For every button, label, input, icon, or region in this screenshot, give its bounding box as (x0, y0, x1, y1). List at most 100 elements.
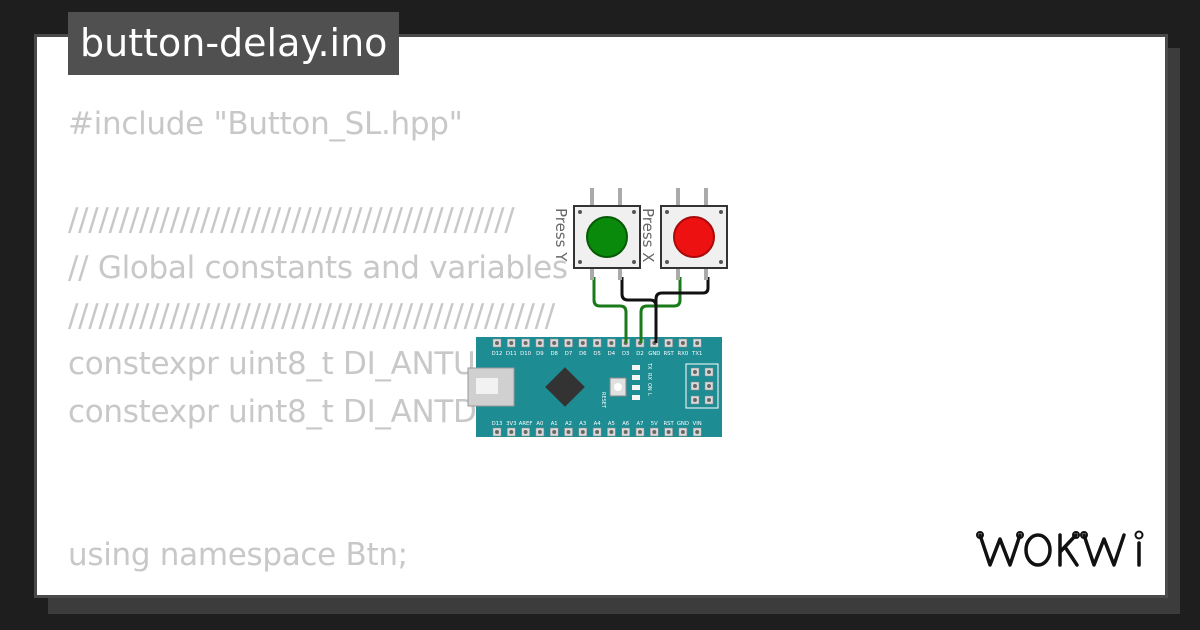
pin-label: RX0 (678, 351, 689, 357)
pin-label: GND (648, 351, 660, 357)
code-line: using namespace Btn; (68, 537, 408, 573)
pushbutton-press-x[interactable]: Press X (639, 188, 728, 280)
pin-label: D5 (593, 351, 600, 357)
button-corner-dot (632, 260, 636, 264)
code-line: ////////////////////////////////////////… (68, 298, 555, 334)
pin-label: D13 (492, 421, 503, 427)
button-label-press-y: Press Y (552, 208, 570, 262)
pin-label: D6 (579, 351, 587, 357)
icsp-pin-hole (707, 370, 711, 374)
pin-hole (623, 430, 628, 434)
pin-label: D4 (608, 351, 616, 357)
code-line: constexpr uint8_t DI_ANTU (68, 346, 476, 382)
board-pcb (476, 337, 722, 437)
pin-hole (652, 430, 657, 434)
wire-black-gnd-x (654, 277, 710, 343)
led-label: L (646, 393, 652, 396)
usb-connector (467, 367, 515, 407)
wires (592, 277, 710, 343)
button-corner-dot (578, 260, 582, 264)
pin-hole (666, 341, 671, 345)
led-label: TX (646, 362, 652, 370)
code-line: ////////////////////////////////////////… (68, 202, 515, 238)
usb-port (476, 378, 498, 394)
pin-hole (523, 430, 528, 434)
pin-hole (595, 430, 600, 434)
pin-label: GND (677, 421, 689, 427)
pin-label: A1 (551, 421, 558, 427)
wire-green-press-x (639, 277, 682, 343)
icsp-header (685, 363, 719, 409)
pin-hole (695, 341, 700, 345)
pin-label: RST (663, 421, 674, 427)
pin-label: D3 (622, 351, 629, 357)
pin-hole (609, 341, 614, 345)
pin-hole (523, 341, 528, 345)
pin-label: A5 (608, 421, 615, 427)
pin-hole (566, 430, 571, 434)
file-title: button-delay.ino (68, 12, 400, 75)
wokwi-logo (976, 530, 1144, 567)
button-leg (676, 266, 680, 280)
button-label-press-x: Press X (639, 208, 657, 263)
led-rx (632, 375, 640, 380)
pin-hole (595, 341, 600, 345)
pin-hole (552, 341, 557, 345)
pin-label: RST (663, 351, 674, 357)
preview-card (34, 34, 1168, 598)
button-corner-dot (665, 210, 669, 214)
button-corner-dot (578, 210, 582, 214)
button-leg (618, 266, 622, 280)
pin-label: D7 (565, 351, 572, 357)
icsp-pin-hole (707, 398, 711, 402)
pin-hole (537, 430, 542, 434)
code-line: // Global constants and variables (68, 250, 568, 286)
code-line: constexpr uint8_t DI_ANTD (68, 394, 477, 430)
button-leg (704, 188, 708, 206)
reset-label: RESET (600, 392, 606, 409)
button-corner-dot (665, 260, 669, 264)
pushbutton-press-y[interactable]: Press Y (552, 188, 641, 280)
pin-hole (495, 341, 499, 345)
code-line: #include "Button_SL.hpp" (68, 106, 463, 142)
button-corner-dot (719, 210, 723, 214)
pin-hole (509, 341, 514, 345)
wire-green-press-y (592, 277, 628, 343)
button-leg (618, 188, 622, 206)
button-cap-red[interactable] (673, 216, 715, 258)
pin-label: VIN (693, 421, 702, 427)
button-leg (704, 266, 708, 280)
pin-label: D2 (636, 351, 643, 357)
pin-hole (509, 430, 514, 434)
pin-label: D11 (506, 351, 517, 357)
pin-hole (638, 430, 642, 434)
pin-label: D12 (492, 351, 503, 357)
pin-label: A3 (579, 421, 586, 427)
pin-hole (666, 430, 671, 434)
button-corner-dot (632, 210, 636, 214)
pin-label: 3V3 (506, 421, 516, 427)
led-l (632, 395, 640, 400)
pin-hole (552, 430, 557, 434)
pin-label: TX1 (691, 351, 702, 357)
button-cap-green[interactable] (586, 216, 628, 258)
button-corner-dot (719, 260, 723, 264)
pin-hole (680, 430, 685, 434)
button-leg (676, 188, 680, 206)
pin-label: A0 (536, 421, 544, 427)
led-on (632, 385, 640, 390)
pin-hole (537, 341, 542, 345)
pin-label: D10 (520, 351, 531, 357)
pin-label: D9 (536, 351, 543, 357)
button-leg (590, 188, 594, 206)
pin-hole (695, 430, 700, 434)
pin-label: A6 (622, 421, 630, 427)
pin-label: A4 (594, 421, 602, 427)
pin-label: A2 (565, 421, 572, 427)
icsp-pin-hole (693, 384, 697, 388)
pin-hole (609, 430, 614, 434)
pin-label: D8 (550, 351, 558, 357)
pin-hole (495, 430, 499, 434)
